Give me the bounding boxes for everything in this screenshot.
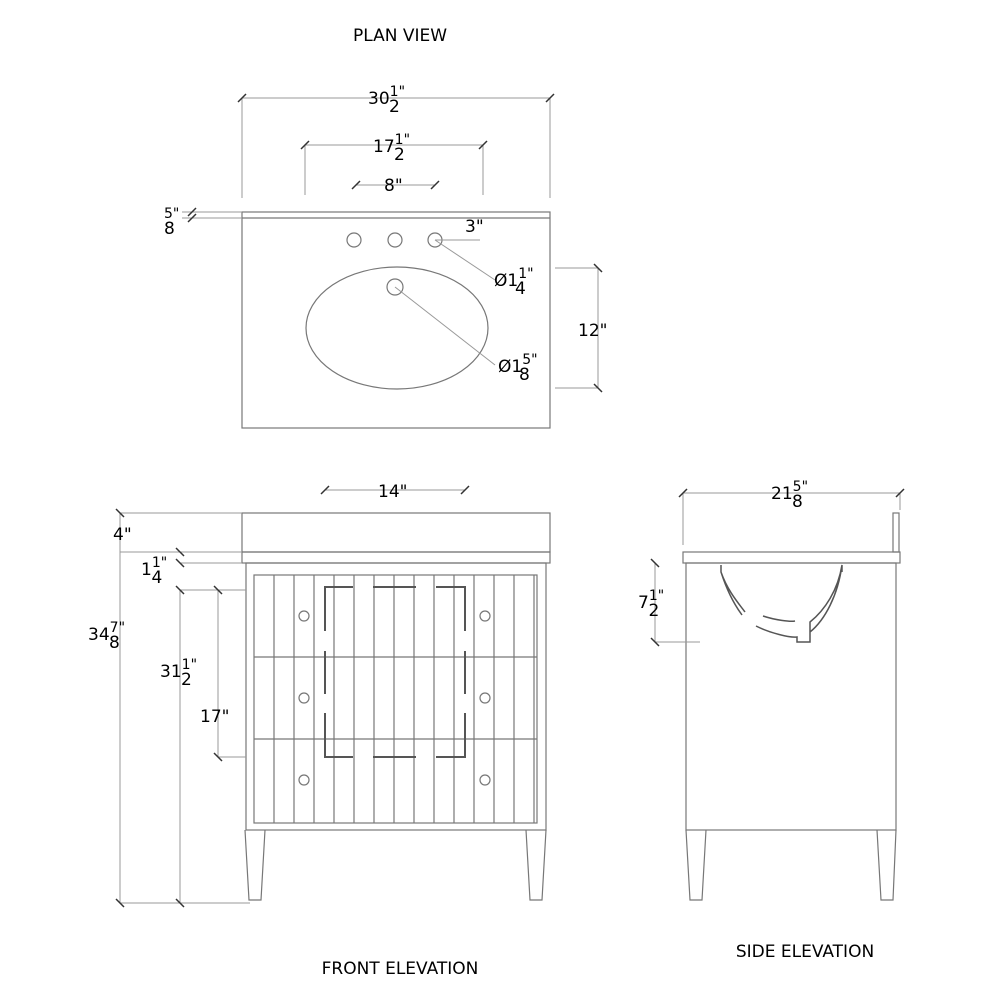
leg-left (244, 829, 266, 901)
drawer-knob[interactable] (298, 774, 310, 786)
drawer-knob[interactable] (298, 610, 310, 622)
drawer-slats (273, 575, 535, 823)
dim-label-backsplash: 4" (113, 525, 132, 545)
side-elevation-title: SIDE ELEVATION (736, 942, 874, 962)
countertop-outline (241, 211, 551, 429)
dim-label-top-edge: 5"8 (164, 206, 179, 239)
dim-label-faucet-spread-outer: 171"2 (373, 132, 410, 165)
plan-view-title: PLAN VIEW (353, 26, 447, 46)
drawer-knob[interactable] (479, 774, 491, 786)
dim-label-overall-width: 301"2 (368, 84, 405, 117)
faucet-hole-left (346, 232, 362, 248)
drawer-frame (253, 574, 538, 824)
sink-bowl-profile (720, 564, 843, 643)
drain-hole (386, 278, 404, 296)
drawer-knobs (298, 610, 491, 786)
dim-label-drawer-height: 17" (200, 707, 229, 727)
cabinet-side (685, 562, 897, 831)
leg-right (525, 829, 547, 901)
backsplash (241, 512, 551, 553)
dim-label-faucet-hole: Ø11"4 (494, 266, 534, 299)
dim-label-cabinet-height: 311"2 (160, 657, 197, 690)
countertop-side (682, 551, 901, 564)
decorative-frame (324, 586, 466, 758)
drawer-knob[interactable] (298, 692, 310, 704)
backsplash-side (892, 512, 900, 553)
leg-back (876, 829, 897, 901)
drawer-knob[interactable] (479, 610, 491, 622)
basin-outline (305, 266, 489, 390)
dim-label-overall-height: 347"8 (88, 620, 125, 653)
dim-label-sink-depth: 71"2 (638, 588, 664, 621)
dim-label-drain-hole: Ø15"8 (498, 352, 538, 385)
cabinet-body (245, 562, 547, 831)
front-elevation-title: FRONT ELEVATION (322, 959, 479, 979)
drawer-knob[interactable] (479, 692, 491, 704)
dim-label-basin-depth: 12" (578, 321, 607, 341)
dim-label-counter-thickness: 11"4 (141, 555, 167, 588)
faucet-hole-center (387, 232, 403, 248)
countertop-edge (241, 551, 551, 564)
dim-label-faucet-spread: 8" (384, 176, 403, 196)
dim-label-hole-offset: 3" (465, 217, 484, 237)
dim-label-basin-width: 14" (378, 482, 407, 502)
plan-view (182, 93, 603, 429)
leg-front (685, 829, 707, 901)
front-elevation (115, 485, 551, 908)
side-elevation (650, 488, 905, 901)
dim-label-overall-depth: 215"8 (771, 479, 808, 512)
